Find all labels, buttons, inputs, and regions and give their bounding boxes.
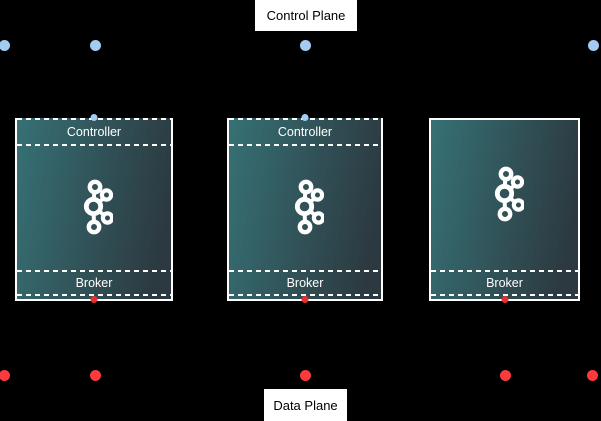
dashed-divider: [229, 144, 381, 146]
data-plane-dot: [300, 370, 311, 381]
control-plane-dot: [0, 40, 10, 51]
data-plane-dot: [500, 370, 511, 381]
dashed-divider: [229, 294, 381, 296]
controller-section-label: Controller: [66, 124, 122, 139]
kafka-icon: [294, 179, 324, 235]
controller-section-label: Controller: [277, 124, 333, 139]
control-plane-dot: [588, 40, 599, 51]
kafka-node-2: Controller Broker: [227, 114, 383, 303]
broker-section-label: Broker: [486, 275, 523, 290]
node-body: [17, 146, 171, 270]
node-body: [431, 120, 578, 270]
dashed-divider: [431, 270, 578, 272]
dashed-divider: [431, 294, 578, 296]
data-plane-dot: [90, 370, 101, 381]
node-body: [229, 146, 381, 270]
data-plane-dot: [587, 370, 598, 381]
dashed-divider: [17, 270, 171, 272]
kafka-icon: [494, 166, 524, 222]
controller-connection-dot: [90, 114, 98, 121]
kafka-node-1: Controller Broker: [15, 114, 173, 303]
broker-connection-dot: [501, 296, 508, 303]
dashed-divider: [17, 144, 171, 146]
broker-section-label: Broker: [286, 275, 324, 290]
control-plane-dot: [300, 40, 311, 51]
controller-connection-dot: [301, 114, 309, 121]
dashed-divider: [229, 270, 381, 272]
broker-section-label: Broker: [75, 275, 113, 290]
control-plane-dot: [90, 40, 101, 51]
kafka-node-3: Broker: [429, 118, 580, 303]
data-plane-dot: [0, 370, 10, 381]
control-plane-label: Control Plane: [255, 0, 357, 31]
kafka-icon: [83, 179, 113, 235]
broker-connection-dot: [90, 296, 98, 303]
broker-connection-dot: [301, 296, 309, 303]
dashed-divider: [17, 294, 171, 296]
data-plane-label: Data Plane: [264, 389, 347, 421]
